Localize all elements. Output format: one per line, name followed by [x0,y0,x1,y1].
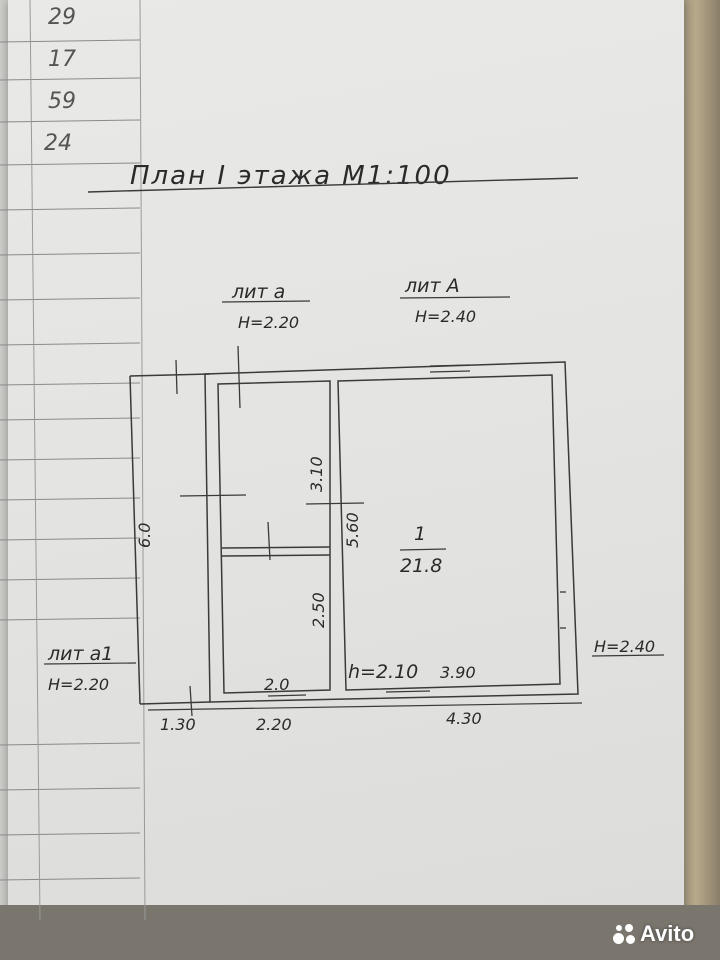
label-lit-a1-underline [43,662,137,665]
label-lit-a-upper-underline [399,296,511,299]
label-right-height: Н=2.40 [594,637,655,656]
floor-plan-paper [8,0,684,920]
ledger-number-3: 59 [48,89,76,114]
avito-logo-icon [612,922,636,946]
ledger-lines [0,0,146,921]
dim-outer-left: 1.30 [160,715,196,734]
label-lit-a-lower-underline [221,300,311,303]
room-area: 21.8 [400,555,442,577]
bottom-dimension-line [147,702,583,711]
label-lit-a1-height: Н=2.20 [48,675,109,694]
room-fraction-line [399,548,447,551]
dim-bottom-room-inner: 3.90 [440,663,476,682]
ledger-number-2: 17 [48,47,76,72]
ledger-number-4: 24 [44,131,72,156]
dim-outer-right: 4.30 [446,709,482,728]
label-right-height-underline [591,654,665,657]
dim-bottom-small-room: 2.0 [264,675,289,694]
dim-inner-middle: 5.60 [343,512,362,548]
avito-brand-text: Avito [640,921,695,946]
dim-outer-middle: 2.20 [256,715,292,734]
label-lit-a-lower-height: Н=2.20 [238,313,299,332]
label-lit-a-upper: лит А [404,275,460,297]
title-underline [87,177,579,193]
label-lit-a-lower: лит а [231,281,285,303]
avito-watermark: Avito [612,920,694,948]
dim-inner-lower: 2.50 [309,592,328,628]
table-edge [0,905,720,960]
dim-left-side: 6.0 [135,523,154,548]
room-ceiling-height: h=2.10 [348,661,418,683]
label-lit-a1: лит а1 [47,643,113,665]
ledger-number-1: 29 [48,5,76,30]
openings [175,345,566,717]
label-lit-a-upper-height: Н=2.40 [415,307,476,326]
room-number: 1 [414,523,426,545]
dim-inner-upper: 3.10 [307,456,326,492]
